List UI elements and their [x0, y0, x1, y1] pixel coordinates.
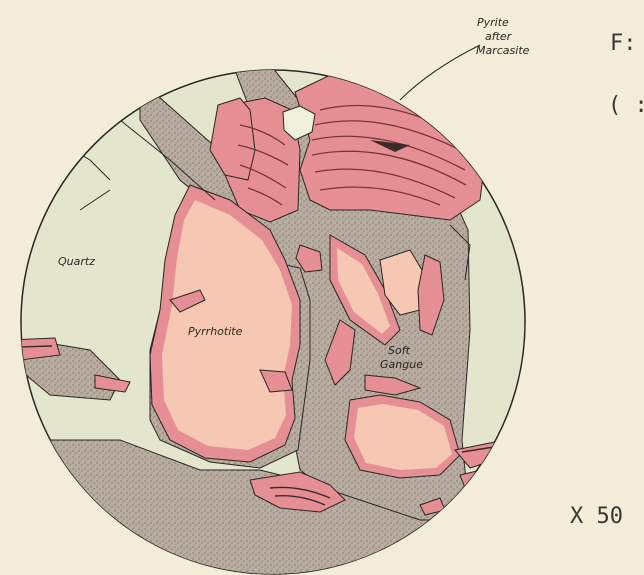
magnification-label: X 50: [570, 504, 623, 529]
label-pyrite-2: after: [485, 30, 513, 43]
label-pyrrhotite: Pyrrhotite: [188, 325, 243, 338]
label-quartz: Quartz: [58, 255, 95, 268]
label-pyrite-3: Marcasite: [476, 44, 530, 57]
pyrite-leader-line: [400, 45, 480, 100]
paren-fragment: ( :: [608, 93, 644, 118]
label-gangue: Gangue: [380, 358, 423, 371]
label-soft: Soft: [388, 344, 411, 357]
figure-label-fragment: F:: [610, 31, 637, 56]
label-pyrite-1: Pyrite: [477, 16, 509, 29]
